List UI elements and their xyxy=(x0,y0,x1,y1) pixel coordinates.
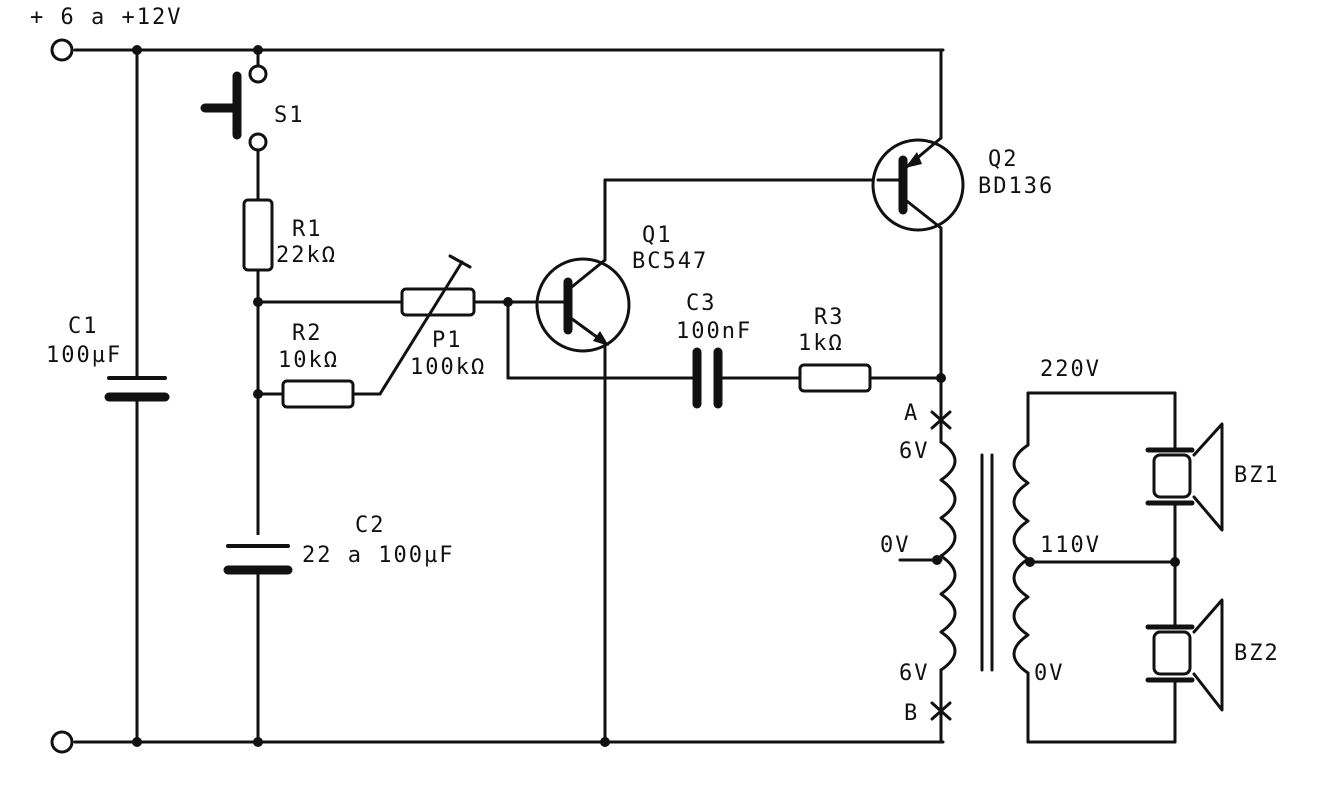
switch-s1: S1 xyxy=(200,48,305,202)
secondary-bottom-label: 0V xyxy=(1034,661,1065,686)
secondary-top-label: 220V xyxy=(1040,357,1101,382)
transformer-secondary: 220V 110V 0V xyxy=(1012,357,1177,744)
negative-terminal xyxy=(50,730,74,754)
r1-ref: R1 xyxy=(292,217,323,242)
q1-ref: Q1 xyxy=(642,223,673,248)
s1-ref: S1 xyxy=(274,103,305,128)
c3-value: 100nF xyxy=(676,319,752,344)
primary-top-label: 6V xyxy=(899,439,930,464)
transformer-primary: A 6V 0V 6V B xyxy=(880,376,957,744)
q1-part: BC547 xyxy=(632,249,708,274)
junction-dots xyxy=(132,45,1180,747)
resistor-r1: R1 22kΩ xyxy=(242,198,337,744)
q2-part: BD136 xyxy=(978,174,1054,199)
bz2-ref: BZ2 xyxy=(1234,641,1280,666)
q2-ref: Q2 xyxy=(988,147,1019,172)
buzzer-bz2: BZ2 xyxy=(1145,560,1280,744)
r2-value: 10kΩ xyxy=(278,348,339,373)
tap-a-label: A xyxy=(904,401,919,426)
c3-ref: C3 xyxy=(686,291,717,316)
c1-ref: C1 xyxy=(68,314,99,339)
primary-mid-label: 0V xyxy=(880,533,911,558)
buzzer-bz1: BZ1 xyxy=(1145,391,1280,564)
supply-rails: + 6 a +12V xyxy=(30,5,945,754)
resistor-r2: R2 10kΩ xyxy=(256,321,382,409)
secondary-mid-label: 110V xyxy=(1040,533,1101,558)
p1-ref: P1 xyxy=(432,328,463,353)
c1-value: 100µF xyxy=(46,343,122,368)
r2-ref: R2 xyxy=(292,321,323,346)
supply-voltage-label: + 6 a +12V xyxy=(30,5,182,30)
r3-value: 1kΩ xyxy=(798,331,844,356)
c2-value: 22 a 100µF xyxy=(302,543,454,568)
feedback-network: C3 100nF R3 1kΩ xyxy=(506,291,943,409)
transistor-q1: Q1 BC547 xyxy=(535,178,708,744)
bz1-ref: BZ1 xyxy=(1234,463,1280,488)
primary-bottom-label: 6V xyxy=(899,661,930,686)
capacitor-c1: C1 100µF xyxy=(46,48,170,744)
tap-b-label: B xyxy=(904,701,919,726)
transistor-q2: Q2 BD136 xyxy=(603,48,1054,380)
transformer-core xyxy=(980,453,994,672)
c2-ref: C2 xyxy=(355,513,386,538)
p1-value: 100kΩ xyxy=(410,355,486,380)
r3-ref: R3 xyxy=(814,305,845,330)
positive-terminal xyxy=(50,38,74,62)
r1-value: 22kΩ xyxy=(276,243,337,268)
capacitor-c2: C2 22 a 100µF xyxy=(220,513,454,575)
